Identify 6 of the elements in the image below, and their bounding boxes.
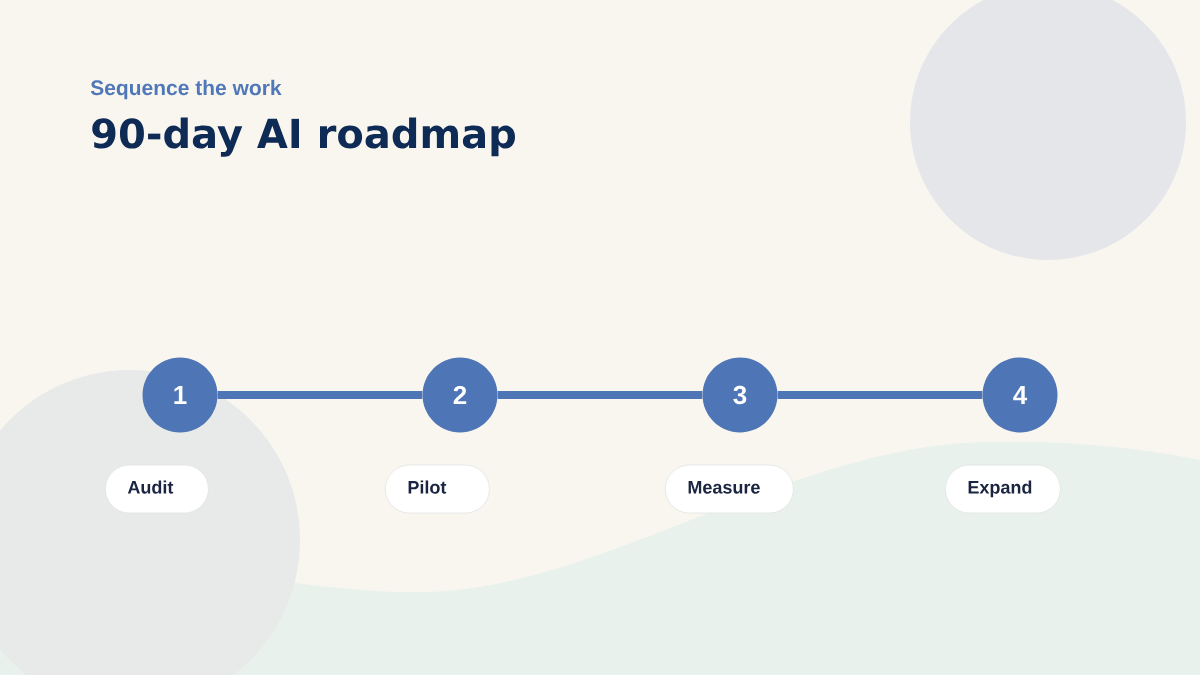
subheading: Sequence the work — [90, 79, 282, 100]
step-pill: Audit — [105, 464, 209, 514]
step-pill: Expand — [945, 464, 1061, 514]
step-pill: Measure — [665, 464, 794, 514]
title: 90-day AI roadmap — [92, 117, 515, 157]
step-pill: Pilot — [385, 464, 490, 514]
